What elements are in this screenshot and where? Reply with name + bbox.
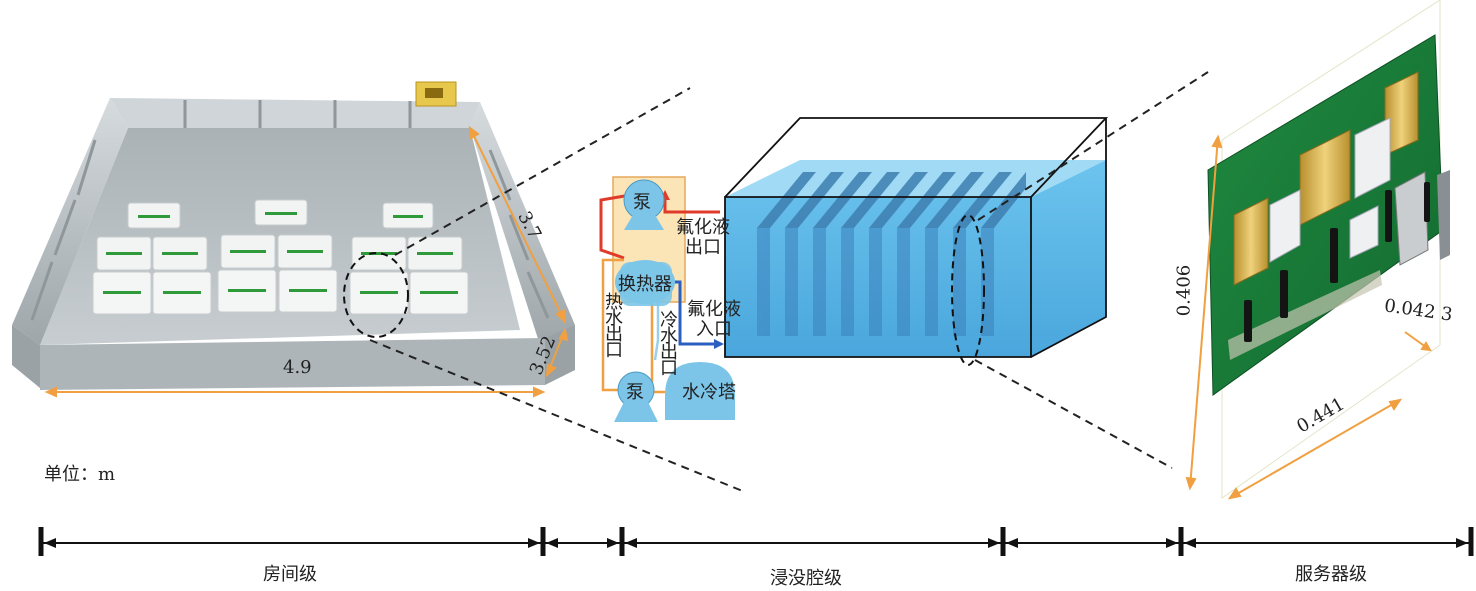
fluoride-inlet-label: 氟化液入口 bbox=[682, 300, 746, 340]
server-level-label: 服务器级 bbox=[1295, 560, 1367, 586]
rack bbox=[128, 203, 180, 228]
rack bbox=[218, 270, 276, 312]
cold-water-pipe bbox=[640, 300, 658, 360]
edge-connector bbox=[1437, 170, 1450, 260]
room-model bbox=[12, 82, 575, 396]
rack bbox=[410, 272, 468, 314]
rack bbox=[383, 203, 433, 228]
rack bbox=[153, 237, 207, 270]
cooling-tower-label: 水冷塔 bbox=[682, 378, 736, 404]
scale-bar bbox=[41, 527, 1472, 556]
rack bbox=[408, 237, 462, 270]
rack bbox=[221, 235, 275, 268]
rack bbox=[279, 270, 337, 312]
pump-top-label: 泵 bbox=[633, 188, 651, 214]
io-connector bbox=[1395, 172, 1428, 265]
server-height-dimension: 0.406 bbox=[1173, 265, 1194, 317]
heat-exchanger-label: 换热器 bbox=[618, 270, 672, 296]
room-level-label: 房间级 bbox=[263, 560, 317, 586]
immersion-tank bbox=[725, 118, 1106, 365]
rack bbox=[255, 200, 307, 225]
rack-units bbox=[93, 200, 468, 314]
rack bbox=[153, 272, 211, 314]
unit-note: 单位：m bbox=[44, 460, 115, 486]
pump-bottom-label: 泵 bbox=[626, 378, 644, 404]
fluoride-inlet-arrow bbox=[714, 339, 724, 349]
tank-level-label: 浸没腔级 bbox=[770, 564, 842, 590]
rack bbox=[93, 272, 151, 314]
fluoride-outlet-label: 氟化液出口 bbox=[670, 218, 736, 258]
rack bbox=[350, 272, 408, 314]
cold-water-outlet-label: 冷水出口 bbox=[657, 310, 677, 374]
rack bbox=[97, 237, 151, 270]
hot-water-outlet-label: 热水出口 bbox=[602, 292, 622, 356]
rack bbox=[278, 235, 332, 268]
room-width-dimension: 4.9 bbox=[283, 357, 312, 378]
air-conditioner-vent bbox=[425, 88, 443, 98]
